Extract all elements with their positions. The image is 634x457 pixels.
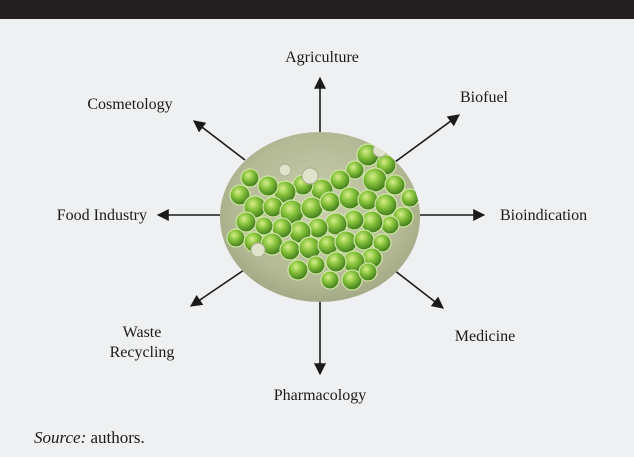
algae-cell (320, 192, 340, 212)
algae-cell (381, 216, 399, 234)
microalgae-image (220, 132, 420, 302)
algae-cell (307, 256, 325, 274)
algae-cell (354, 230, 374, 250)
label-cosmetology: Cosmetology (87, 96, 172, 113)
label-biofuel: Biofuel (460, 89, 509, 106)
label-waste: Waste (123, 324, 162, 341)
source-text: authors. (86, 428, 145, 447)
label-bioindication: Bioindication (500, 207, 587, 224)
label-pharmacology: Pharmacology (274, 387, 366, 404)
empty-cell (373, 143, 387, 157)
algae-cell (326, 252, 346, 272)
label-recycling: Recycling (110, 344, 175, 361)
algae-cell (227, 229, 245, 247)
empty-cell (279, 164, 291, 176)
arrow-cosmetology (194, 121, 245, 160)
label-medicine: Medicine (455, 328, 515, 345)
label-agriculture: Agriculture (285, 49, 359, 66)
arrow-biofuel (395, 115, 459, 162)
source-note: Source: authors. (34, 428, 145, 448)
algae-cell (288, 260, 308, 280)
source-label: Source: (34, 428, 86, 447)
algae-cell (241, 169, 259, 187)
algae-cell (359, 263, 377, 281)
algae-cell (280, 240, 300, 260)
algae-cell (363, 168, 387, 192)
empty-cell (302, 168, 318, 184)
arrow-waste-recycling (191, 270, 244, 306)
label-food-industry: Food Industry (57, 207, 147, 224)
empty-cell (251, 243, 265, 257)
algae-cell (401, 189, 419, 207)
algae-cell (258, 176, 278, 196)
algae-cell (385, 175, 405, 195)
algae-cell (321, 271, 339, 289)
arrow-medicine (394, 270, 443, 308)
